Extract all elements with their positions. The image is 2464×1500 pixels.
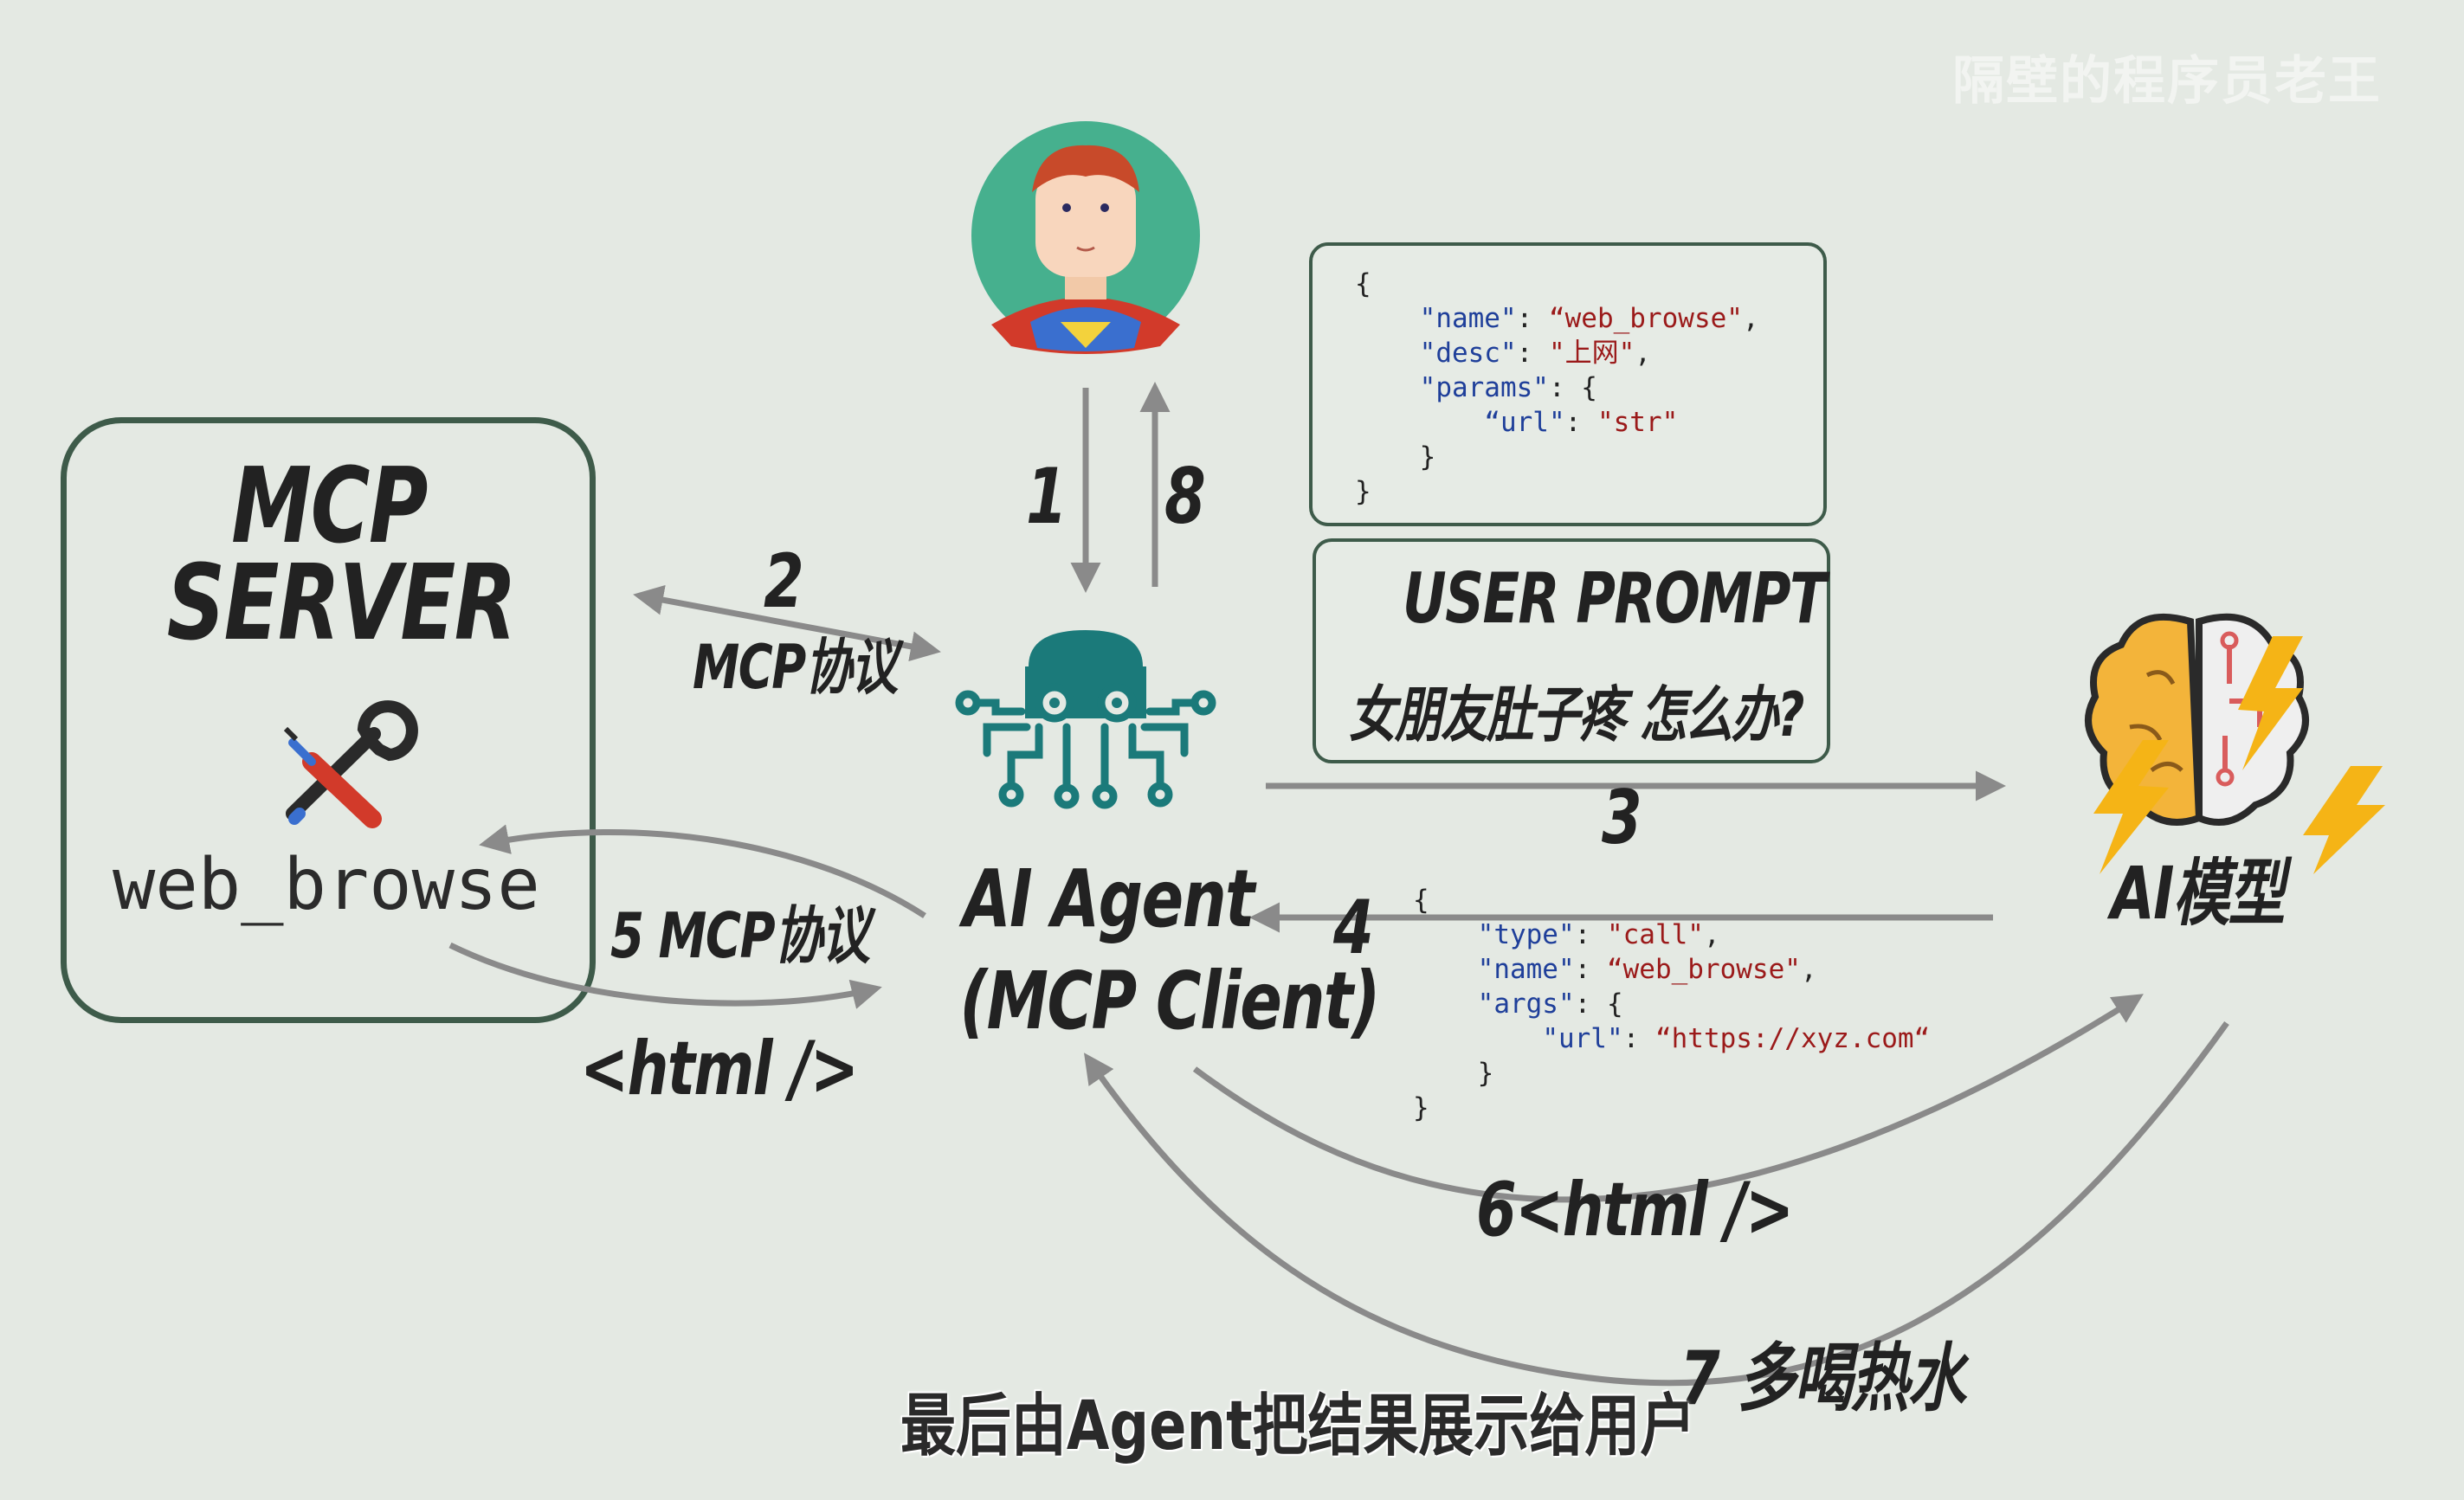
- brain-lightning-icon: [2085, 613, 2385, 874]
- ai-agent-label: AI Agent (MCP Client): [959, 848, 1380, 1053]
- step-3-label: 3: [1602, 775, 1642, 861]
- arrow-step-7: [1084, 1020, 2229, 1387]
- step-2-number: 2: [764, 538, 804, 625]
- step-8-label: 8: [1164, 452, 1206, 541]
- step-7-label: 7 多喝热水: [1680, 1336, 1966, 1422]
- watermark: 隔壁的程序员老王: [1952, 51, 2382, 112]
- arrow-html-return: [448, 942, 882, 1009]
- tool-definition-json: { "name": “web_browse", "desc": "上网", "p…: [1355, 268, 1759, 507]
- video-caption: 最后由Agent把结果展示给用户: [900, 1387, 1696, 1465]
- tool-definition-box: [1309, 242, 1827, 526]
- mcp-server-title: MCP SERVER: [166, 447, 517, 664]
- mcp-server-title-line2: SERVER: [166, 544, 517, 664]
- arrow-step-2: [633, 584, 941, 662]
- mcp-server-box: [61, 417, 596, 1023]
- mcp-server-title-line1: MCP: [231, 447, 428, 567]
- user-prompt-box: [1313, 538, 1830, 763]
- octopus-agent-icon: [955, 630, 1216, 809]
- step-4-label: 4: [1333, 885, 1374, 971]
- ai-model-label: AI模型: [2111, 851, 2285, 936]
- step-1-label: 1: [1026, 452, 1068, 541]
- step-2-label: MCP协议: [693, 632, 898, 703]
- ai-agent-label-line1: AI Agent: [963, 853, 1255, 945]
- arrow-step-6: [1192, 994, 2144, 1203]
- html-return-label: <html />: [580, 1026, 859, 1112]
- step-6-label: 6<html />: [1476, 1167, 1794, 1253]
- wrench-screwdriver-icon: [283, 700, 418, 828]
- arrow-step-5: [479, 824, 926, 918]
- call-json: { "type": "call", "name": “web_browse", …: [1413, 885, 1931, 1123]
- tool-name: web_browse: [113, 844, 540, 926]
- user-avatar-icon: [971, 121, 1200, 354]
- step-5-label: 5 MCP协议: [610, 899, 870, 972]
- user-prompt-text: 女朋友肚子疼 怎么办?: [1349, 679, 1804, 750]
- user-prompt-title: USER PROMPT: [1403, 558, 1827, 639]
- ai-agent-label-line2: (MCP Client): [959, 955, 1380, 1047]
